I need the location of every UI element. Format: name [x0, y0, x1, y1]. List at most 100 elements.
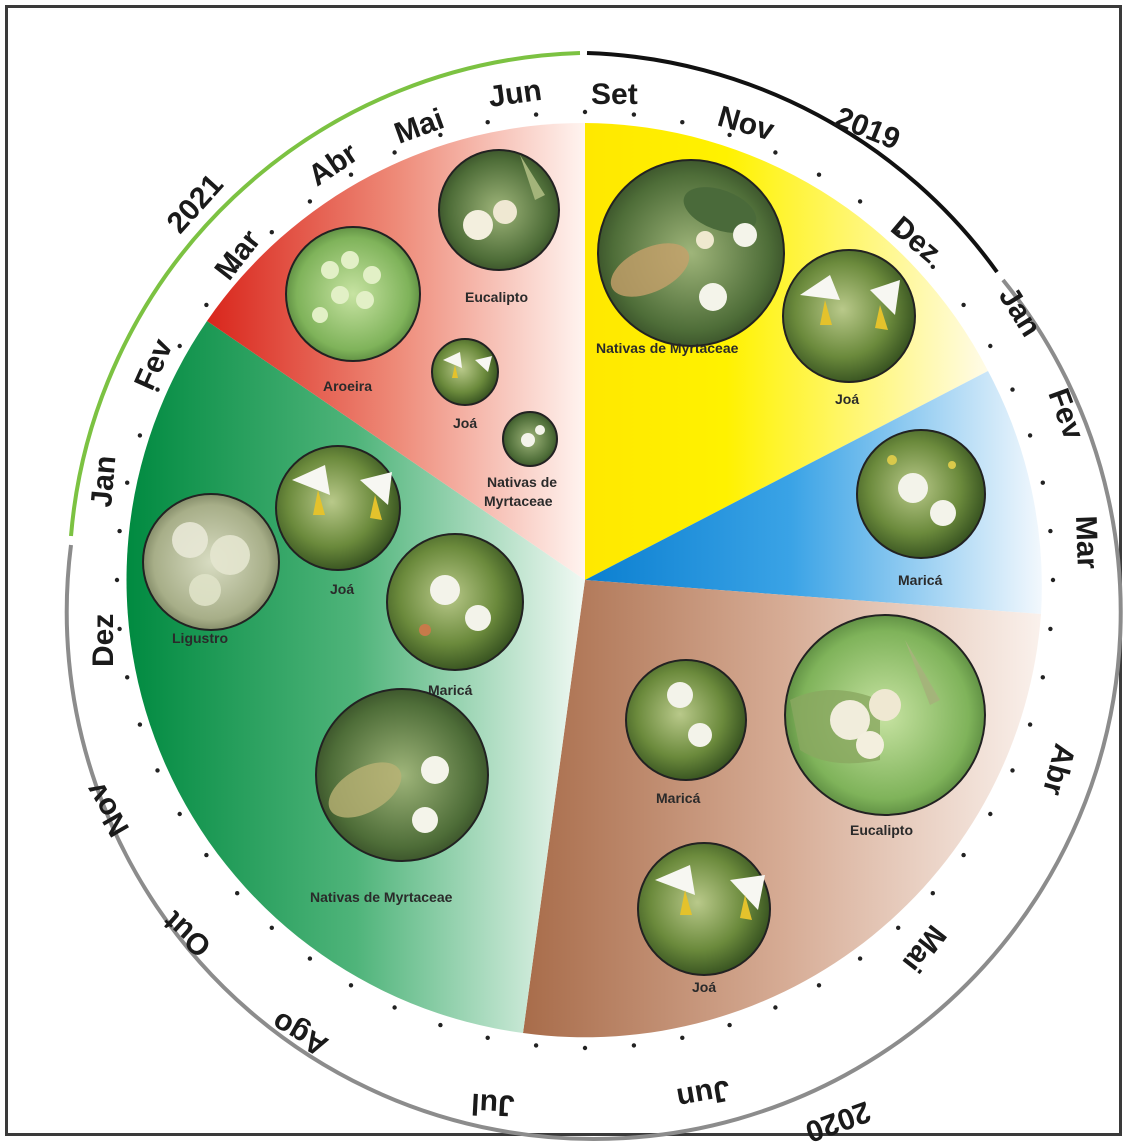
photo-joa-red	[432, 339, 498, 405]
tick-dot	[486, 1036, 490, 1040]
tick-dot	[138, 433, 142, 437]
tick-dot	[817, 983, 821, 987]
tick-dot	[534, 1043, 538, 1047]
label-marica-blue: Maricá	[898, 572, 943, 588]
label-joa-green: Joá	[330, 581, 354, 597]
photo-myrtaceae-red	[503, 412, 557, 466]
tick-dot	[632, 1043, 636, 1047]
tick-dot	[988, 812, 992, 816]
tick-dot	[204, 853, 208, 857]
label-marica-brown: Maricá	[656, 790, 701, 806]
label-joa-yellow: Joá	[835, 391, 859, 407]
label-myrtaceae-green: Nativas de Myrtaceae	[310, 889, 453, 905]
month-label-nov-2020: Nov	[79, 776, 136, 842]
tick-dot	[858, 956, 862, 960]
tick-dot	[583, 110, 587, 114]
tick-dot	[1028, 722, 1032, 726]
photo-joa-green	[276, 446, 400, 570]
tick-dot	[178, 812, 182, 816]
photo-myrtaceae-green	[316, 689, 488, 861]
photo-myrtaceae-yellow	[598, 160, 784, 346]
year-label-2019: 2019	[830, 101, 904, 157]
tick-dot	[727, 1023, 731, 1027]
photo-marica-brown	[626, 660, 746, 780]
tick-dot	[235, 891, 239, 895]
tick-dot	[583, 1046, 587, 1050]
label-eucalipto-brown: Eucalipto	[850, 822, 913, 838]
label-joa-brown: Joá	[692, 979, 716, 995]
tick-dot	[632, 112, 636, 116]
tick-dot	[680, 1036, 684, 1040]
year-label-2021: 2021	[161, 168, 230, 240]
tick-dot	[270, 230, 274, 234]
month-label-dez-2020: Dez	[87, 614, 120, 667]
tick-dot	[1051, 578, 1055, 582]
photo-joa-yellow	[783, 250, 915, 382]
label-joa-red: Joá	[453, 415, 477, 431]
tick-dot	[270, 926, 274, 930]
month-label-ago-2020: Ago	[266, 1005, 333, 1063]
month-label-jun-2021: Jun	[486, 74, 543, 114]
month-label-out-2020: Out	[157, 904, 217, 963]
photo-joa-brown	[638, 843, 770, 975]
month-label-abr-2021: Abr	[302, 136, 364, 192]
tick-dot	[773, 1005, 777, 1009]
tick-dot	[308, 956, 312, 960]
tick-dot	[896, 926, 900, 930]
tick-dot	[1010, 768, 1014, 772]
tick-dot	[125, 675, 129, 679]
tick-dot	[349, 983, 353, 987]
tick-dot	[1041, 481, 1045, 485]
month-label-jul-2020: Jul	[470, 1087, 515, 1122]
tick-dot	[438, 1023, 442, 1027]
label-myrtaceae-yellow: Nativas de Myrtaceae	[596, 340, 739, 356]
month-label-fev-2020: Fev	[1041, 384, 1090, 444]
tick-dot	[138, 722, 142, 726]
tick-dot	[1010, 387, 1014, 391]
tick-dot	[961, 853, 965, 857]
month-label-mar-2020: Mar	[1069, 515, 1104, 570]
photo-aroeira-red	[286, 227, 420, 361]
tick-dot	[1048, 529, 1052, 533]
month-label-jun-2020: Jun	[674, 1073, 732, 1115]
label-aroeira-red: Aroeira	[323, 378, 372, 394]
tick-dot	[961, 303, 965, 307]
tick-dot	[988, 344, 992, 348]
tick-dot	[117, 529, 121, 533]
tick-dot	[931, 891, 935, 895]
photo-marica-green	[387, 534, 523, 670]
tick-dot	[204, 303, 208, 307]
tick-dot	[308, 199, 312, 203]
photo-eucalipto-red	[439, 150, 559, 270]
tick-dot	[680, 120, 684, 124]
photo-ligustro-green	[143, 494, 279, 630]
sector-brown	[523, 580, 1041, 1037]
month-label-jan-2021: Jan	[85, 454, 122, 508]
tick-dot	[817, 173, 821, 177]
tick-dot	[1041, 675, 1045, 679]
label-myrtaceae-red-line1: Nativas de	[487, 474, 557, 490]
tick-dot	[1048, 627, 1052, 631]
label-eucalipto-red: Eucalipto	[465, 289, 528, 305]
tick-dot	[486, 120, 490, 124]
month-label-mai-2021: Mai	[390, 102, 448, 150]
photo-marica-blue	[857, 430, 985, 558]
month-label-nov: Nov	[714, 100, 778, 147]
tick-dot	[125, 481, 129, 485]
tick-dot	[858, 199, 862, 203]
tick-dot	[115, 578, 119, 582]
tick-dot	[155, 768, 159, 772]
year-label-2020: 2020	[801, 1094, 875, 1144]
photo-eucalipto-brown	[785, 615, 985, 815]
tick-dot	[392, 1005, 396, 1009]
month-label-mai-2020: Mai	[896, 919, 953, 979]
tick-dot	[534, 112, 538, 116]
tick-dot	[931, 265, 935, 269]
label-myrtaceae-red-line2: Myrtaceae	[484, 493, 553, 509]
tick-dot	[773, 150, 777, 154]
tick-dot	[392, 150, 396, 154]
tick-dot	[1028, 433, 1032, 437]
month-label-abr-2020: Abr	[1036, 740, 1081, 799]
month-label-set: Set	[591, 78, 638, 111]
